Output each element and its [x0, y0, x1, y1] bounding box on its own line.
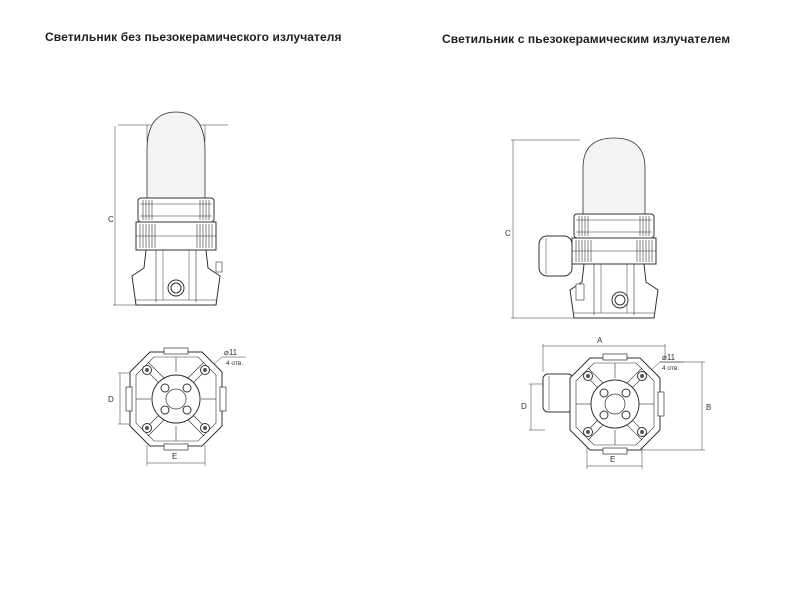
- dim-c-label-right: C: [505, 229, 511, 238]
- lens-dome-right: [582, 137, 646, 215]
- title-without-emitter: Светильник без пьезокерамического излуча…: [45, 30, 342, 44]
- dim-e-label-left: E: [172, 452, 177, 461]
- right-side-view: C: [505, 137, 659, 319]
- dim-e-label-right: E: [610, 455, 615, 464]
- hole-diameter-label-left: ⌀11: [224, 348, 238, 357]
- dim-d-label-right: D: [521, 402, 527, 411]
- left-top-view: D E ⌀11 4 отв.: [108, 347, 246, 466]
- lens-dome: [146, 111, 206, 199]
- hole-count-label-left: 4 отв.: [226, 360, 243, 367]
- left-side-view: ⌀A C: [108, 111, 228, 306]
- dim-b-label: B: [706, 403, 711, 412]
- right-top-view: A B D E ⌀11 4 отв.: [521, 336, 711, 469]
- dim-a-label: A: [597, 336, 603, 345]
- dim-d-label-left: D: [108, 395, 114, 404]
- hole-diameter-label-right: ⌀11: [662, 353, 676, 362]
- hole-count-label-right: 4 отв.: [662, 365, 679, 372]
- title-with-emitter: Светильник с пьезокерамическим излучател…: [442, 32, 731, 46]
- dim-c-label: C: [108, 215, 114, 224]
